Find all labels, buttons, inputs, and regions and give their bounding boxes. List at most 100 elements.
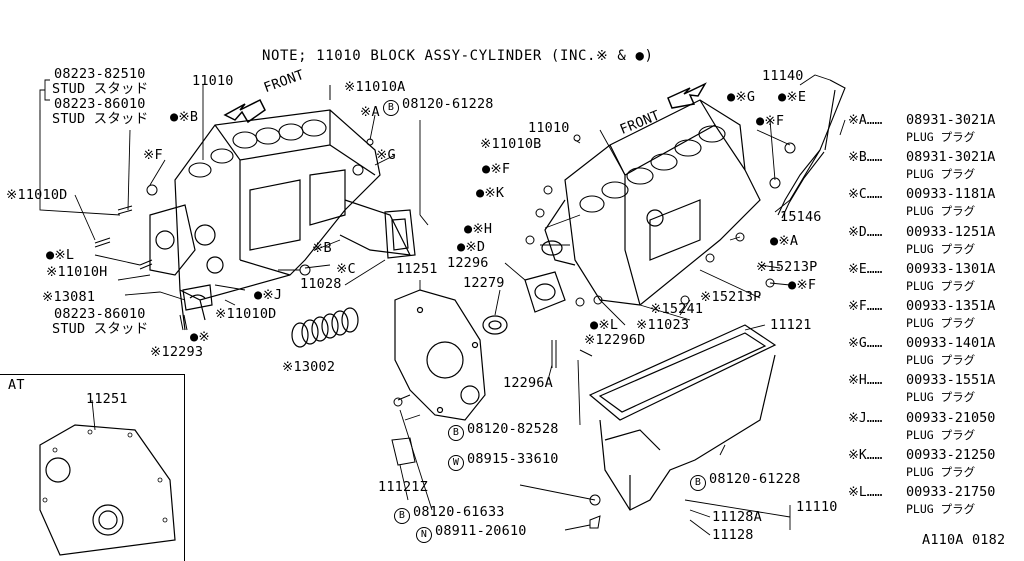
legend-part-number: 00933-1551A <box>906 372 996 389</box>
label-12296: 12296 <box>447 255 489 271</box>
legend-part-name: PLUG プラグ <box>906 278 976 293</box>
label-11110: 11110 <box>796 499 838 515</box>
label-11140: 11140 <box>762 68 804 84</box>
label-r-a-mark: ●※A <box>770 233 799 249</box>
small-parts-right <box>525 134 796 307</box>
label-r-g-mark: ●※G <box>727 89 756 105</box>
label-11010a: ※11010A <box>344 79 406 95</box>
b-circle-mark: B <box>383 100 399 116</box>
label-at: AT <box>8 377 25 393</box>
label-11010d: ※11010D <box>6 187 68 203</box>
label-dot-mark: ●※ <box>190 329 210 345</box>
label-j-mark: ●※J <box>254 287 283 303</box>
small-parts-center <box>391 340 601 529</box>
b-circle-mark-4: B <box>690 475 706 491</box>
label-15213p-a: ※15213P <box>756 259 818 275</box>
legend-key: ※G…… <box>848 336 883 352</box>
left-cylinder-block <box>174 109 412 331</box>
label-15213p-b: ※15213P <box>700 289 762 305</box>
label-r-k-mark: ●※K <box>476 185 505 201</box>
legend-part-number: 00933-21750 <box>906 484 996 500</box>
label-bolt2-number: 08120-82528 <box>467 421 559 437</box>
legend-part-name: PLUG プラグ <box>906 353 976 368</box>
label-11028: 11028 <box>300 276 342 292</box>
legend-part-name: PLUG プラグ <box>906 167 976 182</box>
label-11010d-2: ※11010D <box>215 306 277 322</box>
legend-part-number: 00933-21250 <box>906 446 996 463</box>
legend-part-name: PLUG プラグ <box>906 130 976 144</box>
n-circle-mark: N <box>416 527 432 543</box>
label-12293: ※12293 <box>150 344 204 360</box>
gasket-11028 <box>384 209 416 259</box>
label-r-e-mark: ●※E <box>778 89 807 105</box>
legend-key: ※D…… <box>848 224 883 240</box>
label-bolt4-number: 08120-61228 <box>709 471 801 487</box>
footer-id: A110A 0182 <box>922 532 1006 548</box>
at-inset-frame <box>0 374 185 561</box>
label-stud2-part: 08223-86010 <box>54 96 146 112</box>
legend-part-number: 00933-21050 <box>906 409 996 426</box>
label-nut-number: 08911-20610 <box>435 523 527 539</box>
front-cover-left <box>149 204 196 276</box>
legend-part-number: 00933-1351A <box>906 298 996 314</box>
legend-part-name: PLUG プラグ <box>906 464 976 479</box>
label-13002: ※13002 <box>282 359 336 375</box>
legend-part-number: 08931-3021A <box>906 112 996 128</box>
label-15241: ※15241 <box>650 301 704 317</box>
label-l-mark: ●※L <box>46 247 75 263</box>
rear-plate-11251 <box>394 289 486 421</box>
legend-key: ※A…… <box>848 113 883 128</box>
legend-part-name: PLUG プラグ <box>906 204 976 219</box>
bearing-caps <box>182 284 213 311</box>
label-r-l-mark: ●※L <box>590 317 619 333</box>
b-circle-mark-2: B <box>448 425 464 441</box>
legend-part-number: 00933-1251A <box>906 223 996 240</box>
label-12296d: ※12296D <box>584 332 646 348</box>
label-b2-mark: ※B <box>312 240 332 256</box>
legend-key: ※B…… <box>848 150 883 166</box>
label-r-f3-mark: ●※F <box>788 277 817 293</box>
legend-part-number: 00933-1181A <box>906 186 996 203</box>
legend-part-name: PLUG プラグ <box>906 316 976 330</box>
label-stud1-name: STUD スタッド <box>52 81 149 97</box>
label-bolt3-number: 08120-61633 <box>413 504 505 520</box>
legend-part-number: 08931-3021A <box>906 149 996 166</box>
label-a-mark: ※A <box>360 104 380 120</box>
dipstick <box>777 79 846 219</box>
legend-key: ※K…… <box>848 447 883 463</box>
legend-part-number: 00933-1401A <box>906 335 996 352</box>
label-g-mark: ※G <box>376 147 396 163</box>
label-stud3-part: 08223-86010 <box>54 306 146 322</box>
label-11251: 11251 <box>396 261 438 277</box>
label-11121z: 11121Z <box>378 479 428 495</box>
oil-pan <box>588 324 777 511</box>
legend-part-name: PLUG プラグ <box>906 390 976 405</box>
legend-part-number: 00933-1301A <box>906 260 996 277</box>
label-12296a: 12296A <box>503 375 553 391</box>
at-rear-plate <box>39 399 176 556</box>
label-stud2-name: STUD スタッド <box>52 111 149 127</box>
label-block-11010: 11010 <box>192 73 234 89</box>
label-washer-number: 08915-33610 <box>467 451 559 467</box>
legend-key: ※E…… <box>848 261 883 277</box>
front-arrows <box>223 82 707 124</box>
b-circle-mark-3: B <box>394 508 410 524</box>
legend-part-name: PLUG プラグ <box>906 427 976 442</box>
legend-part-name: PLUG プラグ <box>906 241 976 256</box>
label-r-d-mark: ●※D <box>457 239 486 255</box>
legend-key: ※F…… <box>848 299 883 314</box>
label-11128a: 11128A <box>712 509 762 525</box>
label-stud1-part: 08223-82510 <box>54 66 146 82</box>
label-f-mark: ※F <box>143 147 163 163</box>
legend-part-name: PLUG プラグ <box>906 502 976 516</box>
label-r-f-mark: ●※F <box>482 161 511 177</box>
w-circle-mark: W <box>448 455 464 471</box>
label-bolt1-number: 08120-61228 <box>402 96 494 112</box>
drawing-note: NOTE; 11010 BLOCK ASSY-CYLINDER (INC.※ &… <box>262 48 654 64</box>
